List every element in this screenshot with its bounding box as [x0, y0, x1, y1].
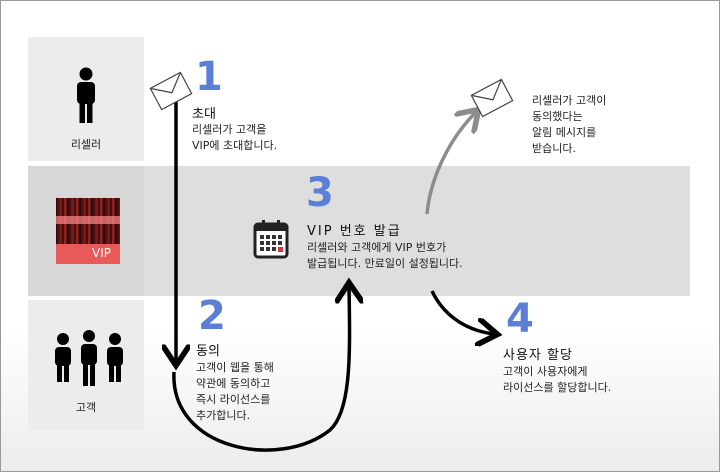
lane-label-customer: 고객 [75, 401, 97, 414]
step-3-number: 3 [306, 170, 334, 216]
vip-badge-label: VIP [92, 246, 111, 260]
lane-customer: 고객 [28, 300, 144, 430]
envelope-icon [470, 78, 514, 118]
vip-logo-icon [56, 198, 120, 264]
step-1-title: 초대 [192, 107, 216, 122]
lane-label-reseller: 리셀러 [70, 138, 102, 151]
calendar-icon [253, 220, 289, 259]
step-4-title: 사용자 할당 [503, 348, 573, 363]
lane-reseller: 리셀러 [28, 37, 144, 161]
envelope-icon [149, 71, 193, 111]
arrow-notify [425, 112, 476, 215]
step-2-title: 동의 [196, 344, 220, 359]
person-icon [77, 67, 95, 123]
group-icon [55, 330, 123, 386]
arrow-accept [172, 286, 350, 452]
step-1-number: 1 [195, 54, 223, 100]
step-4-number: 4 [506, 296, 534, 342]
arrow-assign [430, 290, 494, 334]
step-2-number: 2 [198, 293, 226, 339]
step-3-title: VIP 번호 발급 [307, 224, 402, 239]
